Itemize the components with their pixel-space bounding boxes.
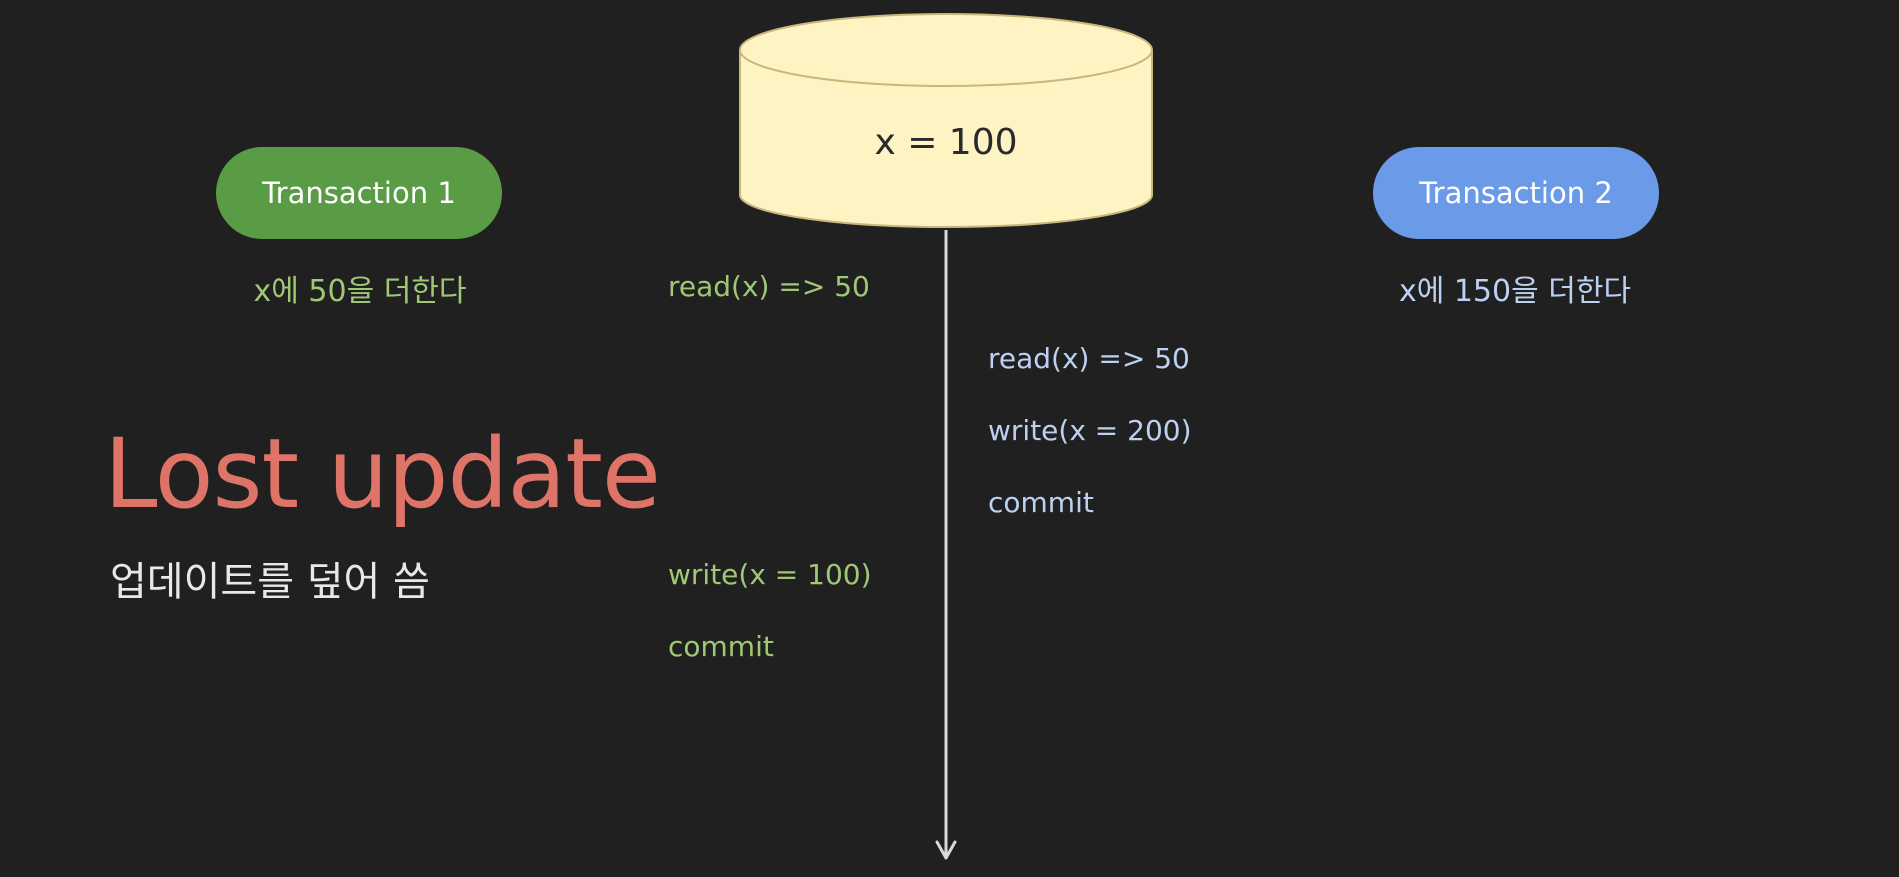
step-t2-commit: commit [988, 486, 1094, 519]
transaction-2-badge: Transaction 2 [1373, 147, 1659, 239]
step-t1-commit: commit [668, 630, 774, 663]
slide-subtitle: 업데이트를 덮어 씀 [110, 559, 430, 605]
database-value-label: x = 100 [874, 122, 1018, 163]
transaction-1-description: x에 50을 더한다 [253, 274, 467, 309]
step-t2-write: write(x = 200) [988, 414, 1192, 447]
timeline-arrowhead-icon [935, 840, 957, 860]
step-t1-write: write(x = 100) [668, 558, 872, 591]
transaction-2-description: x에 150을 더한다 [1398, 274, 1632, 309]
transaction-2-label: Transaction 2 [1419, 176, 1613, 210]
step-t2-read: read(x) => 50 [988, 342, 1190, 375]
slide-title: Lost update [104, 418, 661, 530]
transaction-1-badge: Transaction 1 [216, 147, 502, 239]
step-t1-read: read(x) => 50 [668, 270, 870, 303]
database-cylinder-icon [739, 13, 1153, 228]
transaction-1-label: Transaction 1 [262, 176, 456, 210]
